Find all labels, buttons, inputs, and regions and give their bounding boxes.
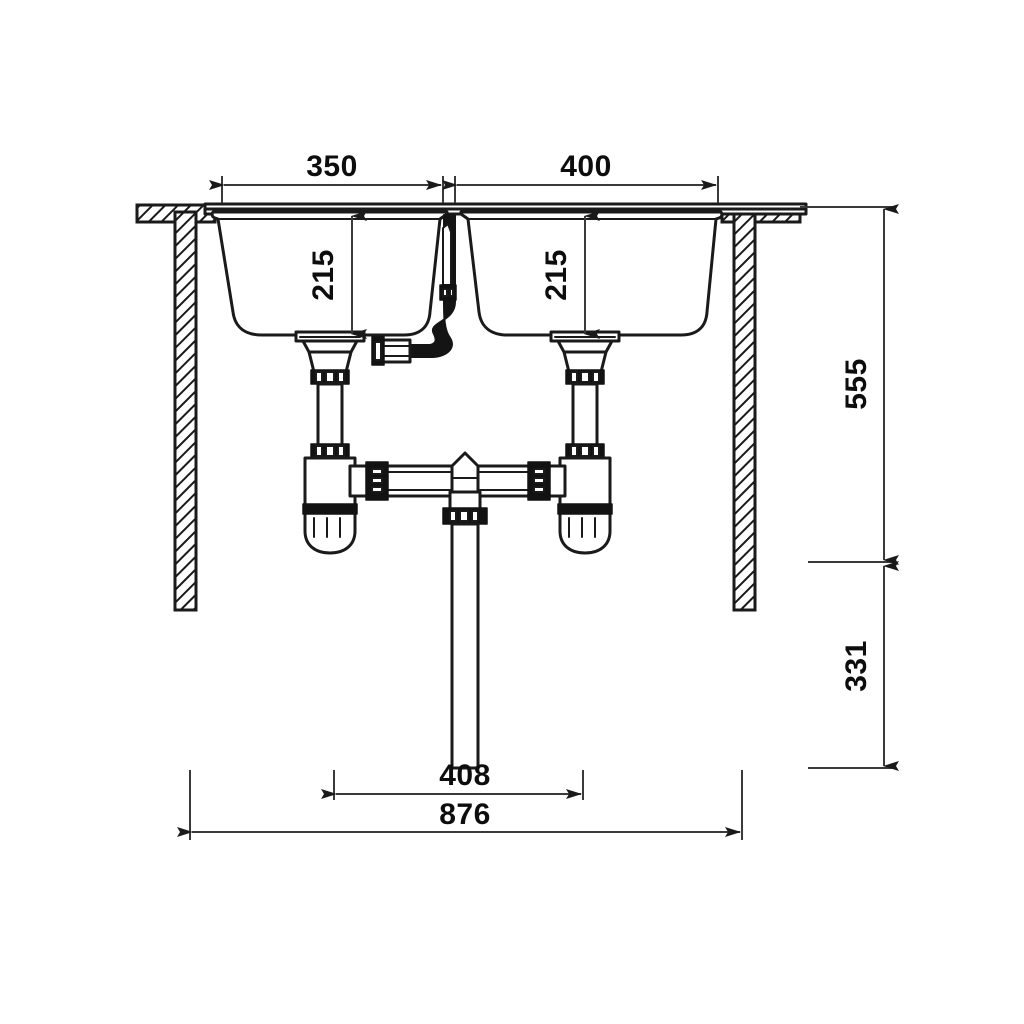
dimension-400-label: 400 (560, 150, 612, 183)
dimension-331: 331 (808, 561, 899, 771)
dimension-331-label: 331 (840, 640, 873, 692)
cabinet-side-panel-left (135, 203, 217, 612)
dimension-408-label: 408 (439, 759, 491, 792)
dimension-408: 408 (321, 759, 584, 800)
dimension-876-label: 876 (439, 798, 491, 831)
strainer-waste-left (294, 330, 366, 459)
dimension-400: 400 (442, 150, 719, 203)
vertical-outlet-pipe (450, 522, 480, 770)
overflow-hose-flexible (371, 214, 457, 366)
dimension-215-left-label: 215 (307, 249, 340, 301)
tee-junction-fitting (442, 451, 488, 525)
dimension-555: 555 (800, 204, 899, 565)
dimension-215-right-label: 215 (540, 249, 573, 301)
dimension-555-label: 555 (840, 358, 873, 410)
dimension-215-right: 215 (540, 211, 600, 339)
dimension-350: 350 (209, 150, 444, 203)
sink-bowl-right (459, 210, 724, 337)
dimension-876: 876 (177, 770, 743, 840)
strainer-waste-right (549, 330, 621, 459)
dimension-350-label: 350 (306, 150, 358, 183)
sink-bowl-left (210, 210, 449, 337)
dimension-215-left: 215 (307, 211, 367, 339)
